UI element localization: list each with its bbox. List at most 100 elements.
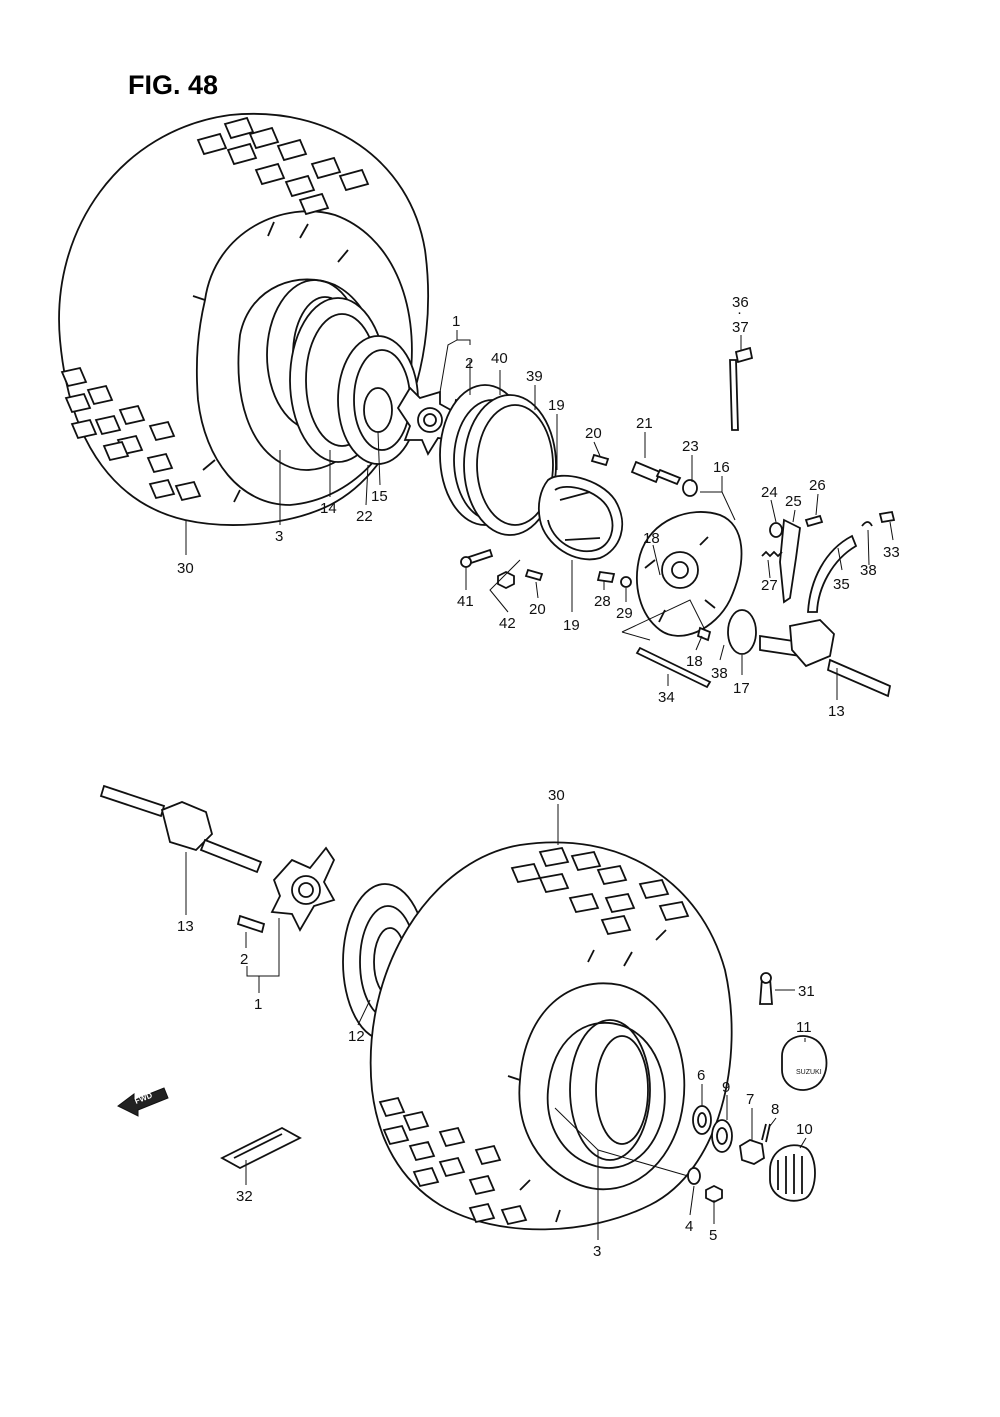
callout-label: 28 (594, 593, 611, 610)
washer-6 (692, 1105, 712, 1135)
callout-label: 29 (616, 605, 633, 622)
callout-label: 5 (709, 1227, 717, 1244)
screw-20-upper (590, 453, 610, 467)
callout-label: 26 (809, 477, 826, 494)
washer-23 (682, 479, 698, 497)
callout-label: 39 (526, 368, 543, 385)
bolt-2-lower (236, 914, 266, 934)
callout-label: 2 (465, 355, 473, 372)
callout-label: 41 (457, 593, 474, 610)
callout-label: 15 (371, 488, 388, 505)
callout-label: 20 (529, 601, 546, 618)
nut-42 (497, 570, 515, 590)
tread-blocks-top (196, 116, 370, 216)
callout-label: 2 (240, 951, 248, 968)
callout-label: 21 (636, 415, 653, 432)
axle-shaft-13-lower (99, 784, 263, 874)
washer-24 (769, 522, 783, 538)
washer-4 (687, 1167, 701, 1185)
valve-31 (759, 972, 773, 1005)
axle-shaft-13-upper (759, 619, 892, 698)
callout-label: 22 (356, 508, 373, 525)
callout-label: 3 (275, 528, 283, 545)
callout-label: 8 (771, 1101, 779, 1118)
bolt-33 (878, 510, 896, 524)
drum-seal-39 (463, 394, 557, 536)
callout-label: 37 (732, 319, 749, 336)
callout-label: 1 (452, 313, 460, 330)
callout-label: 18 (686, 653, 703, 670)
callout-label: 38 (711, 665, 728, 682)
pin-18 (696, 626, 712, 642)
callout-label: · (737, 304, 742, 321)
callout-label: 14 (320, 500, 337, 517)
callout-label: 31 (798, 983, 815, 1000)
leader-lines (185, 330, 894, 1240)
callout-label: 11 (796, 1019, 812, 1036)
callout-label: 12 (348, 1028, 365, 1045)
callout-label: 36 (732, 294, 749, 311)
brake-lever-25 (779, 518, 801, 604)
callout-label: 42 (499, 615, 516, 632)
callout-label: 6 (697, 1067, 705, 1084)
cotter-pin-8 (761, 1123, 771, 1143)
rod-34 (635, 646, 712, 689)
bolt-28 (596, 570, 616, 584)
oring-15 (363, 387, 393, 433)
cable-35 (807, 534, 858, 613)
callout-label: 1 (254, 996, 262, 1013)
patch-32 (220, 1126, 302, 1170)
cap-10 (769, 1144, 816, 1202)
cable-36-37 (729, 346, 754, 431)
brake-shoes-19 (537, 474, 624, 561)
callout-label: 23 (682, 438, 699, 455)
tire-lower (369, 841, 733, 1231)
spring-27 (761, 550, 783, 558)
hubcap-text: SUZUKI (796, 1069, 822, 1076)
callout-label: 40 (491, 350, 508, 367)
spacer-9 (711, 1119, 733, 1153)
callout-label: 19 (563, 617, 580, 634)
callout-label: 25 (785, 493, 802, 510)
castle-nut-7 (739, 1139, 765, 1165)
callout-label: 35 (833, 576, 850, 593)
clip-38-upper (861, 521, 873, 527)
callout-label: 32 (236, 1188, 253, 1205)
tread-blocks-left-lower (378, 1096, 528, 1226)
callout-label: 16 (713, 459, 730, 476)
washer-29 (620, 576, 632, 588)
callout-label: 17 (733, 680, 750, 697)
lower-wheel-assembly: SUZUKI (99, 784, 828, 1231)
callout-label: 33 (883, 544, 900, 561)
callout-label: 34 (658, 689, 675, 706)
callout-label: 10 (796, 1121, 813, 1138)
callout-label: 3 (593, 1243, 601, 1260)
callout-label: 38 (860, 562, 877, 579)
callout-label: 18 (643, 530, 660, 547)
callout-label: 4 (685, 1218, 693, 1235)
upper-wheel-assembly (58, 113, 896, 698)
callout-numbers: 1 2 40 39 19 20 21 23 16 24 25 26 36 · 3… (177, 294, 900, 1260)
screw-20-lower (524, 568, 544, 582)
camshaft-21 (630, 460, 682, 486)
callout-label: 7 (746, 1091, 754, 1108)
tread-blocks-top-lower (510, 846, 690, 936)
tread-blocks-left (60, 366, 202, 502)
hub-1-lower (270, 846, 336, 932)
fwd-arrow-icon: FWD (117, 1087, 169, 1117)
callout-label: 20 (585, 425, 602, 442)
oring-17 (727, 609, 757, 655)
brake-panel-16 (636, 511, 743, 637)
callout-label: 30 (177, 560, 194, 577)
nut-5 (705, 1184, 723, 1204)
hub-cap-11: SUZUKI (781, 1035, 828, 1091)
callout-label: 24 (761, 484, 778, 501)
callout-label: 19 (548, 397, 565, 414)
bolt-41 (460, 548, 494, 568)
bolt-26 (804, 514, 824, 528)
figure-title: FIG. 48 (128, 70, 218, 100)
callout-label: 9 (722, 1079, 730, 1096)
callout-label: 13 (828, 703, 845, 720)
callout-label: 30 (548, 787, 565, 804)
callout-label: 13 (177, 918, 194, 935)
